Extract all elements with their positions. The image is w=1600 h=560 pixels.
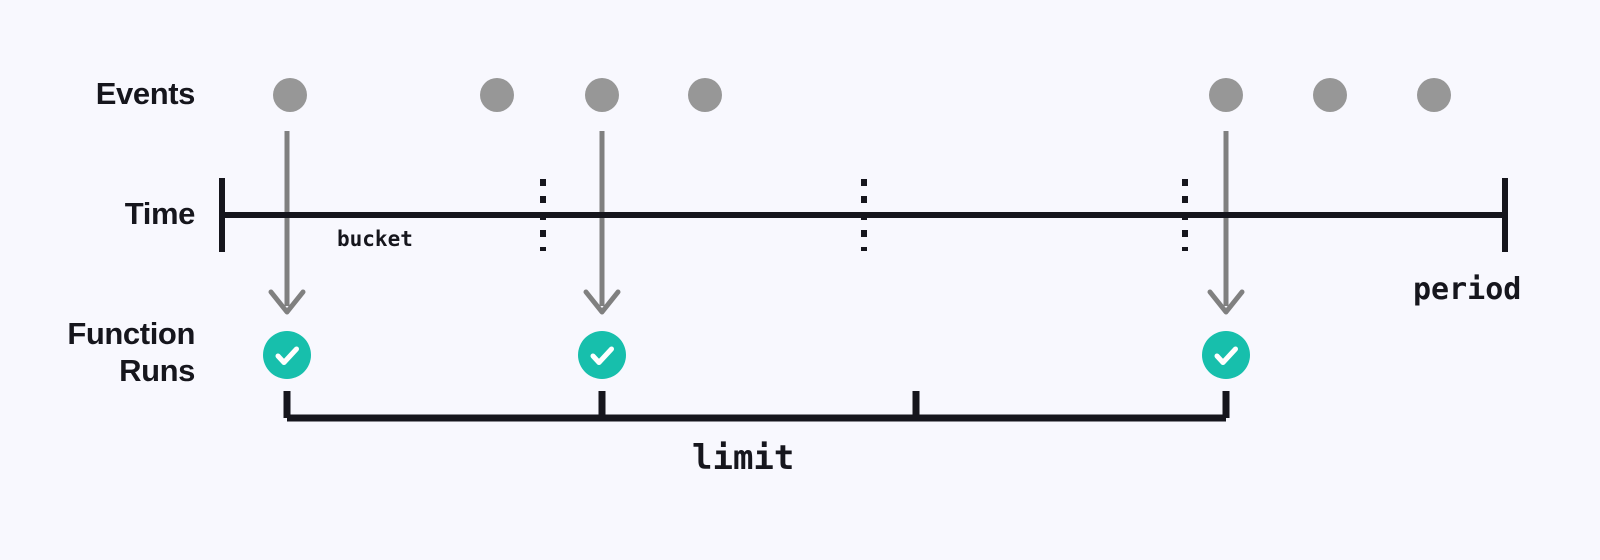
check-circle-icon <box>1202 331 1250 379</box>
event-dot-icon <box>1417 78 1451 112</box>
check-circle-icon <box>263 331 311 379</box>
arrow-head-icon <box>583 289 621 315</box>
function-run-marker <box>578 331 626 379</box>
function-run-marker-group <box>263 331 1250 379</box>
annotation-bucket: bucket <box>337 227 413 251</box>
function-run-marker <box>263 331 311 379</box>
arrow-group <box>268 131 1245 315</box>
event-dot-icon <box>1209 78 1243 112</box>
event-dot-icon <box>1313 78 1347 112</box>
annotation-period: period <box>1413 272 1522 307</box>
event-dot-icon <box>273 78 307 112</box>
event-dot-group <box>273 78 1451 112</box>
function-run-marker <box>1202 331 1250 379</box>
event-dot-icon <box>585 78 619 112</box>
arrow-head-icon <box>1207 289 1245 315</box>
check-circle-icon <box>578 331 626 379</box>
bucket-divider-group <box>540 179 1188 251</box>
annotation-limit: limit <box>692 438 795 478</box>
event-dot-icon <box>688 78 722 112</box>
row-label-function-runs: Function Runs <box>67 316 195 388</box>
row-label-time: Time <box>124 196 196 231</box>
limit-bracket-group <box>283 391 1230 422</box>
event-dot-icon <box>480 78 514 112</box>
arrow-head-icon <box>268 289 306 315</box>
row-label-events: Events <box>95 76 196 111</box>
